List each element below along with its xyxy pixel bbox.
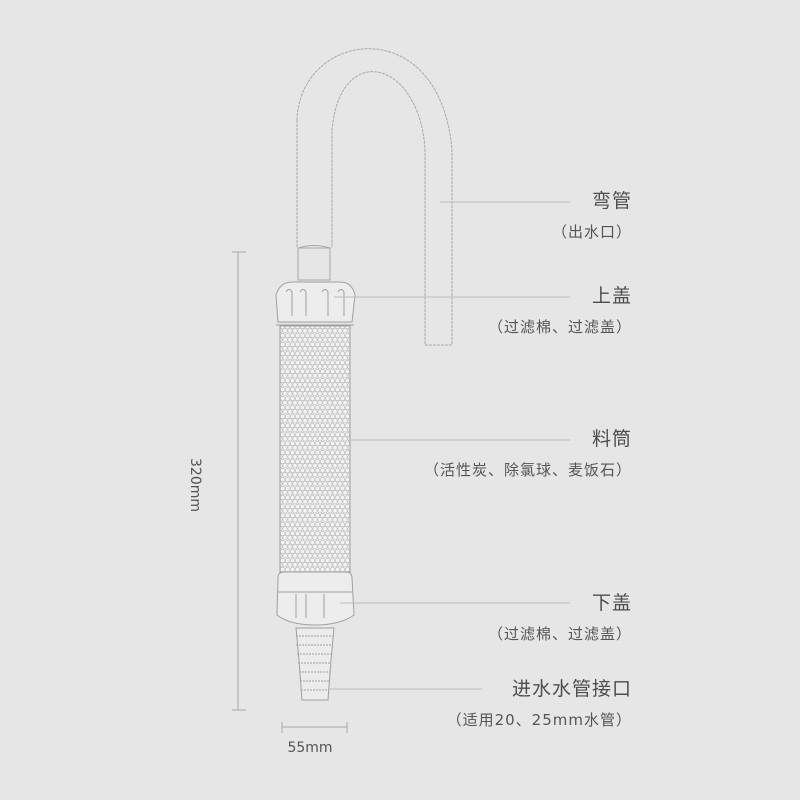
callout-cartridge: 料筒 （活性炭、除氯球、麦饭石）	[424, 427, 632, 481]
upper-cap	[275, 281, 356, 326]
top-neck	[297, 245, 331, 281]
callout-title: 料筒	[591, 428, 632, 450]
callout-title: 上盖	[591, 285, 632, 307]
width-dimension-label: 55mm	[287, 740, 333, 756]
callout-upper-cap: 上盖 （过滤棉、过滤盖）	[488, 284, 632, 338]
callout-subtitle: （过滤棉、过滤盖）	[487, 318, 632, 336]
callout-title: 进水水管接口	[511, 678, 632, 700]
callout-subtitle: （过滤棉、过滤盖）	[487, 625, 632, 643]
callout-lines	[328, 201, 570, 690]
callout-subtitle: （适用20、25mm水管）	[446, 711, 632, 729]
bent-pipe	[296, 48, 453, 346]
inlet-connector	[295, 627, 335, 701]
callout-title: 下盖	[591, 592, 632, 614]
callout-lower-cap: 下盖 （过滤棉、过滤盖）	[488, 591, 632, 645]
callout-subtitle: （出水口）	[551, 223, 632, 241]
width-dimension-line	[281, 722, 348, 733]
callout-bent-pipe: 弯管 （出水口）	[552, 189, 632, 243]
callout-title: 弯管	[591, 190, 632, 212]
cartridge-body	[279, 325, 351, 573]
height-dimension-label: 320mm	[187, 458, 203, 512]
callout-inlet-connector: 进水水管接口 （适用20、25mm水管）	[447, 677, 632, 731]
height-dimension-line	[232, 251, 246, 711]
lower-cap	[276, 571, 355, 626]
callout-subtitle: （活性炭、除氯球、麦饭石）	[423, 461, 632, 479]
